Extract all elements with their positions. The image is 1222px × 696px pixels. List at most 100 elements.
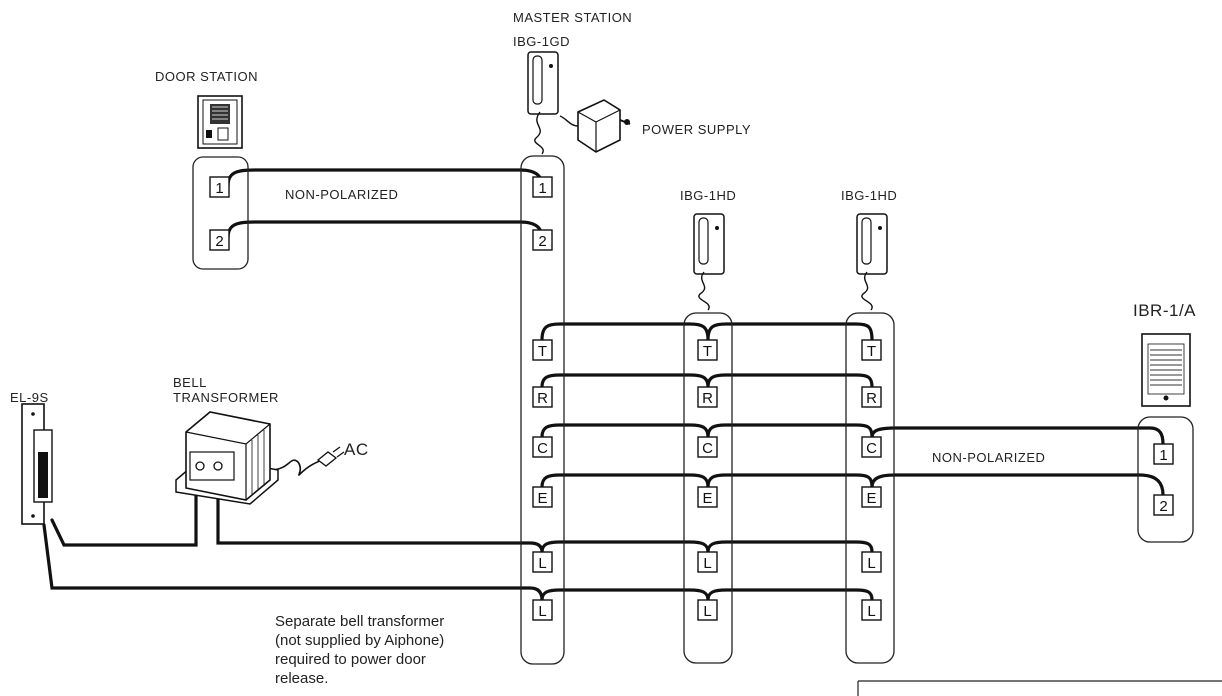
wire-el9s-to-l2 <box>42 523 544 602</box>
terminal-label: 2 <box>538 233 546 250</box>
terminal-sub2-c: C <box>861 436 882 458</box>
door-station-icon <box>197 95 243 149</box>
wire-e-to-ibr-2 <box>870 473 1165 497</box>
terminal-door-1: 1 <box>209 176 230 198</box>
terminal-master-1: 1 <box>532 176 553 198</box>
sub2-handset-icon <box>856 213 888 311</box>
ibr-outline <box>1137 416 1194 543</box>
el9s-door-release-icon <box>21 403 53 525</box>
terminal-label: 1 <box>1159 447 1167 464</box>
door-station-label: DOOR STATION <box>155 69 258 84</box>
terminal-label: E <box>537 490 547 507</box>
note-line: release. <box>275 670 329 687</box>
sub1-terminals: T R C E L L <box>697 339 718 621</box>
wire-door-1 <box>226 168 544 188</box>
terminal-master-r: R <box>532 386 553 408</box>
terminal-master-e: E <box>532 486 553 508</box>
bell-transformer-note: Separate bell transformer (not supplied … <box>275 612 515 688</box>
wire-bus-c <box>540 423 874 439</box>
wire-c-to-ibr-1 <box>870 426 1165 446</box>
terminal-door-2: 2 <box>209 229 230 251</box>
terminal-sub2-e: E <box>861 486 882 508</box>
sub2-station-outline <box>845 312 895 664</box>
terminal-label: T <box>538 343 547 360</box>
terminal-label: E <box>866 490 876 507</box>
terminal-sub2-t: T <box>861 339 882 361</box>
note-line: (not supplied by Aiphone) <box>275 632 445 649</box>
terminal-master-t: T <box>532 339 553 361</box>
terminal-sub1-l1: L <box>697 551 718 573</box>
sub2-terminals: T R C E L L <box>861 339 882 621</box>
door-terminals: 1 2 <box>209 176 230 251</box>
terminal-sub1-t: T <box>697 339 718 361</box>
bell-label-line2: TRANSFORMER <box>173 390 279 405</box>
wire-door-2 <box>226 220 544 240</box>
sub1-model-label: IBG-1HD <box>680 188 736 203</box>
wire-transformer-to-l1 <box>216 488 544 554</box>
terminal-label: 2 <box>215 233 223 250</box>
terminal-ibr-2: 2 <box>1153 494 1174 516</box>
sub2-model-label: IBG-1HD <box>841 188 897 203</box>
el9s-label: EL-9S <box>10 390 49 405</box>
master-station-outline <box>520 155 565 665</box>
terminal-ibr-1: 1 <box>1153 443 1174 465</box>
sub1-handset-icon <box>693 213 725 311</box>
terminal-label: L <box>703 555 711 572</box>
terminal-master-l2: L <box>532 599 553 621</box>
terminal-label: T <box>867 343 876 360</box>
terminal-master-l1: L <box>532 551 553 573</box>
door-station-outline <box>192 156 249 270</box>
non-polarized-right-label: NON-POLARIZED <box>932 450 1045 465</box>
ibr-terminals: 1 2 <box>1153 443 1174 516</box>
terminal-label: R <box>866 390 877 407</box>
terminal-label: L <box>538 555 546 572</box>
terminal-label: L <box>867 603 875 620</box>
terminal-sub2-l2: L <box>861 599 882 621</box>
terminal-sub1-r: R <box>697 386 718 408</box>
master-handset-icon <box>527 51 559 155</box>
power-supply-icon <box>559 99 631 153</box>
terminal-master-2: 2 <box>532 229 553 251</box>
terminal-label: L <box>867 555 875 572</box>
terminal-sub1-e: E <box>697 486 718 508</box>
terminal-label: T <box>703 343 712 360</box>
note-line: Separate bell transformer <box>275 613 445 630</box>
terminal-label: 2 <box>1159 498 1167 515</box>
terminal-label: 1 <box>215 180 223 197</box>
non-polarized-top-label: NON-POLARIZED <box>285 187 398 202</box>
wire-bus-e <box>540 473 874 489</box>
ac-label: AC <box>344 440 369 459</box>
terminal-label: E <box>702 490 712 507</box>
master-model-label: IBG-1GD <box>513 34 570 49</box>
bell-label-line1: BELL <box>173 375 207 390</box>
ibr-model-label: IBR-1/A <box>1133 301 1196 320</box>
master-terminals: 1 2 T R C E L L <box>532 176 553 621</box>
terminal-master-c: C <box>532 436 553 458</box>
terminal-label: R <box>537 390 548 407</box>
terminal-label: C <box>702 440 713 457</box>
power-supply-label: POWER SUPPLY <box>642 122 751 137</box>
terminal-label: C <box>537 440 548 457</box>
ac-plug-icon <box>316 446 345 467</box>
bell-transformer-icon <box>175 411 279 505</box>
terminal-label: C <box>866 440 877 457</box>
wire-bus-t <box>540 322 874 342</box>
terminal-sub2-l1: L <box>861 551 882 573</box>
terminal-label: 1 <box>538 180 546 197</box>
wire-bus-r <box>540 373 874 389</box>
master-station-label: MASTER STATION <box>513 10 632 25</box>
terminal-sub1-c: C <box>697 436 718 458</box>
terminal-sub2-r: R <box>861 386 882 408</box>
terminal-label: L <box>538 603 546 620</box>
sub1-station-outline <box>683 312 733 664</box>
terminal-label: L <box>703 603 711 620</box>
wire-bus-l1 <box>540 540 874 554</box>
ac-cord <box>269 459 323 476</box>
wire-el9s-to-transformer <box>50 488 198 547</box>
wire-bus-l2 <box>540 588 874 602</box>
terminal-sub1-l2: L <box>697 599 718 621</box>
ibr-speaker-icon <box>1141 333 1191 407</box>
note-line: required to power door <box>275 651 426 668</box>
terminal-label: R <box>702 390 713 407</box>
